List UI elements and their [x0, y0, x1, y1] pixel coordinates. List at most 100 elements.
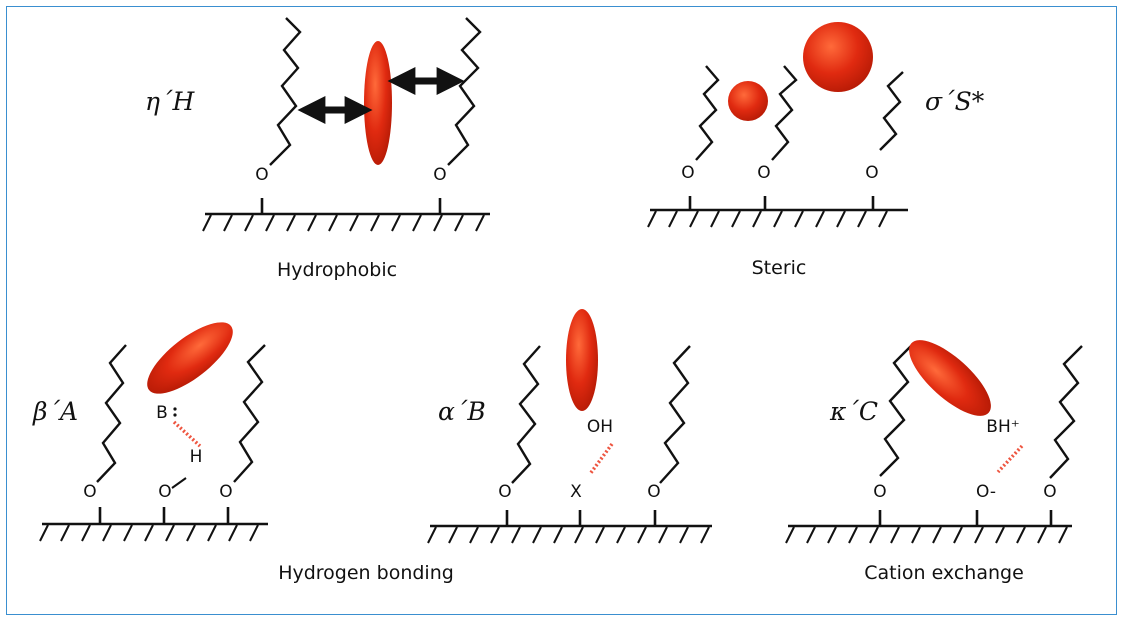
surface-hatch-mark — [752, 210, 762, 228]
surface-hatch-mark — [836, 210, 846, 228]
panel-steric: O O O σ΄S* Steric — [647, 22, 985, 279]
silanol-bond — [171, 477, 187, 489]
surface-hatch-mark — [370, 214, 380, 232]
surface-cation-exchange — [785, 524, 1072, 544]
hydrogen-label: H — [190, 447, 203, 467]
alkyl-chain — [879, 344, 913, 477]
surface-hatch-mark — [731, 210, 741, 228]
surface-hbond-base — [427, 524, 712, 544]
symbol-label: η΄H — [145, 87, 195, 116]
alkyl-chain — [96, 344, 127, 483]
surface-hatch-mark — [890, 526, 900, 544]
surface-hatch-mark — [144, 524, 154, 542]
analyte-small-sphere — [728, 81, 768, 121]
surface-hatch-mark — [773, 210, 783, 228]
surface-hatch-mark — [953, 526, 963, 544]
surface-hatch-mark — [186, 524, 196, 542]
surface-hatch-mark — [616, 526, 626, 544]
alkyl-chain — [233, 344, 266, 483]
oxygen-label: O — [158, 482, 171, 502]
caption-hydrogen-bonding: Hydrogen bonding — [278, 562, 454, 584]
surface-hatch-mark — [249, 524, 259, 542]
oxygen-label: O — [757, 163, 770, 183]
surface-hatch-mark — [911, 526, 921, 544]
surface-hatch-mark — [995, 526, 1005, 544]
silanolate-label: O- — [976, 482, 996, 502]
hydrogen-bond-dashes — [172, 420, 202, 448]
surface-hatch-mark — [574, 526, 584, 544]
surface-hatch-mark — [679, 526, 689, 544]
surface-hatch-mark — [490, 526, 500, 544]
surface-hydrophobic — [202, 212, 490, 232]
surface-hatch-mark — [1016, 526, 1026, 544]
surface-hatch-mark — [265, 214, 275, 232]
surface-hatch-mark — [815, 210, 825, 228]
protonated-base-label: BH⁺ — [986, 417, 1019, 437]
surface-hatch-mark — [878, 210, 888, 228]
surface-hatch-mark — [785, 526, 795, 544]
surface-hatch-mark — [647, 210, 657, 228]
analyte-ellipse — [909, 340, 991, 416]
symbol-label: σ΄S* — [925, 87, 985, 116]
surface-hatch-mark — [668, 210, 678, 228]
oxygen-label: O — [681, 163, 694, 183]
lone-pair-dot — [173, 413, 177, 417]
surface-hatch-mark — [207, 524, 217, 542]
panel-hbond-acid: O O O H B β΄A — [32, 322, 268, 542]
surface-hatch-mark — [412, 214, 422, 232]
symbol-label: α΄B — [438, 397, 486, 426]
surface-hatch-mark — [658, 526, 668, 544]
oxygen-label: O — [498, 482, 511, 502]
surface-hatch-mark — [827, 526, 837, 544]
caption-cation-exchange: Cation exchange — [864, 562, 1024, 584]
oxygen-label: O — [433, 165, 446, 185]
panel-cation-exchange: O O- O BH⁺ κ΄C Cation exchange — [785, 340, 1083, 584]
surface-hatch-mark — [307, 214, 317, 232]
hydrogen-bond-dashes — [588, 442, 614, 476]
surface-hatch-mark — [286, 214, 296, 232]
surface-hatch-mark — [391, 214, 401, 232]
surface-hatch-mark — [700, 526, 710, 544]
surface-hatch-mark — [1058, 526, 1068, 544]
oxygen-label: O — [873, 482, 886, 502]
caption-hydrophobic: Hydrophobic — [277, 259, 397, 281]
surface-hatch-mark — [974, 526, 984, 544]
surface-hatch-mark — [595, 526, 605, 544]
surface-hatch-mark — [848, 526, 858, 544]
surface-hatch-mark — [223, 214, 233, 232]
caption-steric: Steric — [752, 257, 807, 279]
figure-frame — [6, 6, 1117, 615]
oxygen-label: O — [865, 163, 878, 183]
surface-hatch-mark — [689, 210, 699, 228]
panel-hbond-base: O X O OH α΄B — [427, 309, 712, 544]
surface-hatch-mark — [244, 214, 254, 232]
oxygen-label: O — [83, 482, 96, 502]
symbol-label: κ΄C — [829, 397, 878, 426]
surface-hatch-mark — [165, 524, 175, 542]
surface-hatch-mark — [637, 526, 647, 544]
alkyl-chain — [879, 71, 904, 151]
surface-hatch-mark — [532, 526, 542, 544]
surface-hatch-mark — [475, 214, 485, 232]
alkyl-chain — [695, 65, 720, 161]
surface-hatch-mark — [39, 524, 49, 542]
analyte-ellipse — [147, 322, 233, 394]
oxygen-label: O — [647, 482, 660, 502]
surface-steric — [647, 208, 908, 228]
surface-hatch-mark — [328, 214, 338, 232]
surface-hatch-mark — [869, 526, 879, 544]
surface-hatch-mark — [932, 526, 942, 544]
panel-hydrophobic: O O η΄H Hydrophobic — [145, 17, 490, 281]
surface-hatch-mark — [511, 526, 521, 544]
surface-hatch-mark — [433, 214, 443, 232]
surface-hatch-mark — [469, 526, 479, 544]
ionic-interaction-dashes — [996, 444, 1024, 474]
surface-hatch-mark — [794, 210, 804, 228]
surface-hatch-mark — [102, 524, 112, 542]
oxygen-label: O — [1043, 482, 1056, 502]
alkyl-chain — [771, 65, 798, 161]
analyte-large-sphere — [803, 22, 873, 92]
base-label: B — [156, 403, 168, 423]
surface-hatch-mark — [857, 210, 867, 228]
